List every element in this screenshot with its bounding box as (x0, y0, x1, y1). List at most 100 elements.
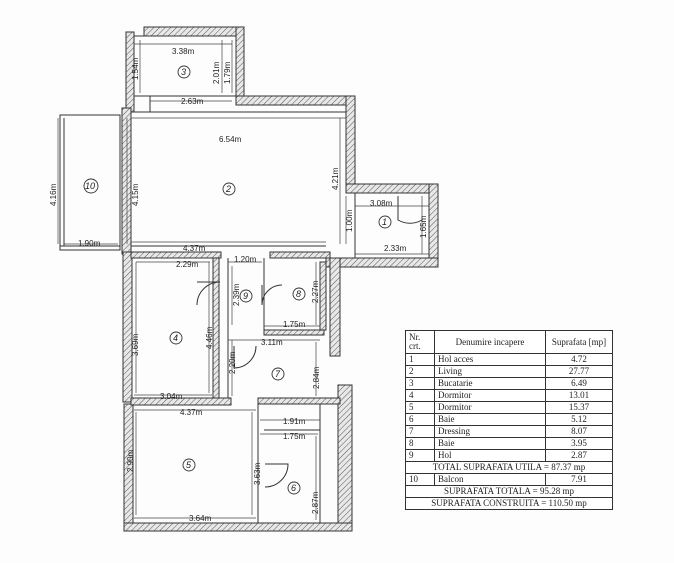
row-nr: 3 (405, 377, 435, 390)
row-nr: 5 (405, 401, 435, 414)
dim-label: 4.15m (131, 183, 140, 206)
exterior-walls (121, 26, 439, 532)
row-name: Dressing (434, 425, 546, 438)
row-name: Dormitor (434, 389, 546, 402)
row-area: 2.87 (545, 449, 613, 462)
dim-label: 1.90m (78, 239, 101, 248)
row-nr: 8 (405, 437, 435, 450)
door-swings (196, 196, 423, 488)
dim-label: 3.69m (131, 333, 140, 356)
dim-label: 4.37m (183, 244, 206, 253)
header-name: Denumire incapere (434, 330, 546, 354)
row-name: Living (434, 365, 546, 378)
dim-label: 2.01m (212, 61, 221, 84)
area-legend-table: Nr. crt. Denumire incapere Suprafata [mp… (405, 330, 613, 510)
dim-label: 2.84m (312, 366, 321, 389)
dim-label: 2.63m (181, 97, 204, 106)
row-area: 13.01 (545, 389, 613, 402)
dim-label: 1.91m (283, 417, 306, 426)
row-nr: 9 (405, 449, 435, 462)
dim-label: 2.29m (176, 260, 199, 269)
room-number: 5 (186, 460, 192, 470)
row-name: Dormitor (434, 401, 546, 414)
room-number: 7 (275, 369, 281, 379)
dim-label: 4.37m (180, 408, 203, 417)
dim-label: 2.87m (311, 491, 320, 514)
row-name: Baie (434, 413, 546, 426)
dimension-labels: 3.38m 1.54m 2.01m 1.79m 2.63m 6.54m 4.16… (49, 47, 428, 523)
total-util: TOTAL SUPRAFATA UTILA = 87.37 mp (405, 461, 613, 474)
dim-label: 1.20m (234, 255, 257, 264)
row-area: 8.07 (545, 425, 613, 438)
dim-label: 3.64m (189, 514, 212, 523)
row-area: 6.49 (545, 377, 613, 390)
dim-label: 6.54m (219, 135, 242, 144)
header-nr: Nr. crt. (405, 330, 435, 354)
total-area: SUPRAFATA TOTALA = 95.28 mp (405, 485, 613, 498)
total-row: SUPRAFATA TOTALA = 95.28 mp (405, 485, 613, 498)
dim-label: 2.20m (228, 351, 237, 374)
dim-label: 2.27m (311, 280, 320, 303)
built-area: SUPRAFATA CONSTRUITA = 110.50 mp (405, 497, 613, 510)
dim-label: 3.08m (370, 199, 393, 208)
row-name: Hol acces (434, 353, 546, 366)
room-number: 1 (382, 217, 387, 227)
row-nr: 6 (405, 413, 435, 426)
row-area: 15.37 (545, 401, 613, 414)
dim-label: 4.16m (49, 183, 58, 206)
row-area: 4.72 (545, 353, 613, 366)
dim-label: 1.79m (223, 61, 232, 84)
dim-label: 3.63m (253, 462, 262, 485)
legend-header: Nr. crt. Denumire incapere Suprafata [mp… (405, 330, 613, 354)
built-area-row: SUPRAFATA CONSTRUITA = 110.50 mp (405, 497, 613, 510)
dim-label: 3.11m (261, 338, 283, 347)
row-nr: 7 (405, 425, 435, 438)
row-area: 27.77 (545, 365, 613, 378)
dimension-lines (57, 40, 429, 520)
dim-label: 2.90m (126, 449, 135, 472)
room-number: 10 (85, 181, 95, 191)
header-area: Suprafata [mp] (545, 330, 613, 354)
room-number: 9 (243, 291, 248, 301)
room-number: 3 (181, 67, 186, 77)
dim-label: 4.21m (331, 167, 340, 190)
row-nr: 10 (405, 473, 435, 486)
row-area: 7.91 (545, 473, 613, 486)
interior-lines (59, 35, 356, 523)
row-nr: 4 (405, 389, 435, 402)
room-markers: 3 2 1 10 4 9 8 7 5 6 (83, 65, 392, 495)
room-number: 8 (296, 289, 301, 299)
dim-label: 3.38m (172, 47, 195, 56)
dim-label: 1.75m (283, 432, 306, 441)
room-number: 2 (225, 184, 231, 194)
total-util-row: TOTAL SUPRAFATA UTILA = 87.37 mp (405, 461, 613, 474)
row-name: Bucatarie (434, 377, 546, 390)
row-nr: 1 (405, 353, 435, 366)
dim-label: 1.54m (131, 57, 140, 80)
dim-label: 1.00m (345, 209, 354, 232)
dim-label: 4.46m (205, 326, 214, 349)
row-area: 5.12 (545, 413, 613, 426)
dim-label: 1.65m (419, 215, 428, 238)
row-name: Balcon (434, 473, 546, 486)
row-name: Baie (434, 437, 546, 450)
dim-label: 2.39m (232, 283, 241, 306)
row-area: 3.95 (545, 437, 613, 450)
room-number: 4 (173, 333, 178, 343)
dim-label: 2.33m (384, 244, 407, 253)
dim-label: 3.04m (160, 392, 183, 401)
room-number: 6 (291, 483, 296, 493)
row-name: Hol (434, 449, 546, 462)
row-nr: 2 (405, 365, 435, 378)
